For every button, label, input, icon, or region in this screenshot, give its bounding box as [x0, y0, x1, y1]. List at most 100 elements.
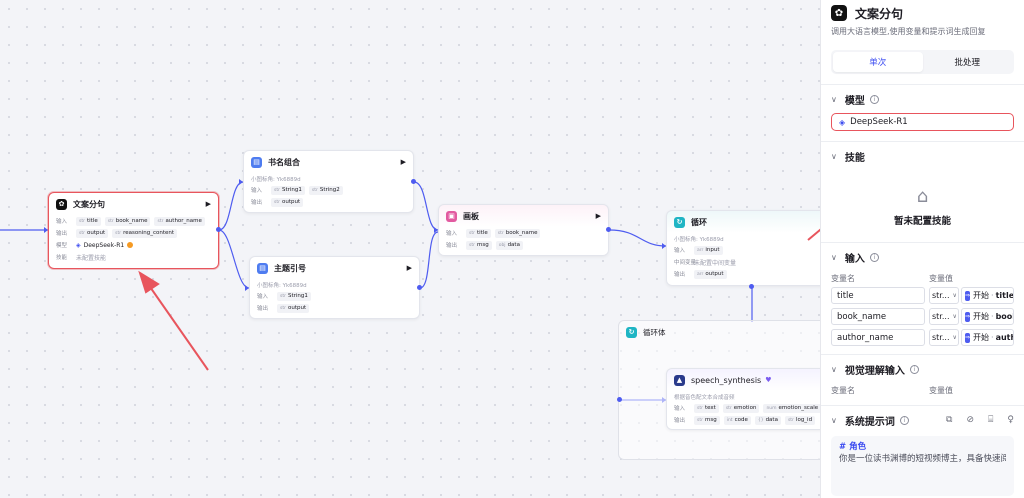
- var-ref-select[interactable]: ⇒开始·author_name: [961, 329, 1014, 346]
- skills-section-header[interactable]: ∨ 技能: [831, 142, 1014, 170]
- system-prompt-section-header[interactable]: ∨ 系统提示词 i ⧉ ⊘ ⌸ ♀: [831, 406, 1014, 434]
- play-icon[interactable]: ▶: [400, 158, 406, 166]
- copy-icon[interactable]: ⧉: [946, 415, 953, 425]
- info-icon[interactable]: i: [869, 94, 879, 104]
- var-name-input[interactable]: author_name: [831, 329, 925, 346]
- var-type-select[interactable]: str...∨: [929, 308, 959, 325]
- node-header: ✿ 文案分句 ▶: [49, 193, 218, 215]
- node-subtitle: 根据音色配文本合成音频: [674, 394, 735, 401]
- input-label: 输入: [257, 294, 269, 300]
- node-header: ▲ speech_synthesis ♥: [667, 369, 820, 391]
- section-title: 视觉理解输入: [844, 365, 905, 377]
- loop-icon: ↻: [674, 216, 685, 228]
- output-label: 输出: [446, 243, 458, 249]
- chevron-down-icon[interactable]: ∨: [831, 415, 837, 425]
- info-icon[interactable]: i: [909, 364, 919, 374]
- var-tag: {}data: [754, 415, 781, 425]
- var-ref-select[interactable]: ⇒开始·title: [961, 287, 1014, 304]
- node-subtitle: 小图标角: Yk6889d: [251, 176, 301, 183]
- tab-single[interactable]: 单次: [833, 52, 923, 72]
- play-icon[interactable]: ▶: [406, 264, 412, 272]
- var-ref-select[interactable]: ⇒开始·book_name: [961, 308, 1014, 325]
- library-icon[interactable]: ⌸: [988, 415, 994, 425]
- verified-icon: ♥: [765, 376, 772, 384]
- start-node-icon: ⇒: [965, 290, 971, 301]
- output-port[interactable]: [606, 227, 611, 232]
- chevron-down-icon[interactable]: ∨: [831, 252, 837, 262]
- input-label: 输入: [56, 219, 68, 225]
- skill-label: 技能: [56, 255, 68, 261]
- node-model-row: 模型 ◈ DeepSeek-R1: [49, 239, 218, 251]
- var-name-input[interactable]: title: [831, 287, 925, 304]
- system-prompt-editor[interactable]: # 角色 你是一位读书渊博的短视频博主，具备快速阅读: [831, 436, 1014, 496]
- mid-label: 中间变量: [674, 260, 697, 266]
- panel-header: ✿ 文案分句: [821, 0, 1024, 26]
- prompt-heading: # 角色: [839, 442, 867, 452]
- chevron-down-icon[interactable]: ∨: [831, 94, 837, 104]
- var-type-select[interactable]: str...∨: [929, 329, 959, 346]
- audio-plugin-icon: ▲: [674, 374, 685, 386]
- chevron-down-icon[interactable]: ∨: [831, 364, 837, 374]
- play-icon[interactable]: ▶: [595, 212, 601, 220]
- model-value: DeepSeek-R1: [83, 241, 125, 249]
- chevron-down-icon: ∨: [952, 334, 957, 341]
- input-label: 输入: [674, 406, 686, 412]
- compass-icon[interactable]: ⊘: [966, 415, 974, 425]
- output-port[interactable]: [417, 285, 422, 290]
- tab-batch[interactable]: 批处理: [954, 58, 980, 68]
- node-title: 文案分句: [73, 199, 105, 209]
- model-section-header[interactable]: ∨ 模型 i: [831, 85, 1014, 113]
- chevron-down-icon[interactable]: ∨: [831, 151, 837, 161]
- node-mid-row: 中间变量 未配置中间变量: [667, 256, 820, 268]
- llm-icon: ✿: [56, 198, 67, 210]
- var-type-select[interactable]: str...∨: [929, 287, 959, 304]
- info-icon[interactable]: i: [869, 252, 879, 262]
- var-name-input[interactable]: book_name: [831, 308, 925, 325]
- output-port[interactable]: [216, 227, 221, 232]
- model-value: DeepSeek-R1: [850, 117, 908, 127]
- output-label: 输出: [56, 231, 68, 237]
- visual-inputs-section: ∨ 视觉理解输入 i 变量名 变量值: [821, 354, 1024, 397]
- section-title: 输入: [844, 253, 865, 265]
- node-title: 画板: [463, 211, 479, 221]
- board-icon: ▣: [446, 210, 457, 222]
- lightbulb-icon[interactable]: ♀: [1007, 415, 1014, 425]
- inputs-section-header[interactable]: ∨ 输入 i: [831, 243, 1014, 271]
- panel-title[interactable]: 文案分句: [855, 6, 904, 21]
- visual-inputs-section-header[interactable]: ∨ 视觉理解输入 i: [831, 355, 1014, 383]
- model-select[interactable]: ◈ DeepSeek-R1: [831, 113, 1014, 131]
- inputs-section: ∨ 输入 i 变量名 变量值 title str...∨ ⇒开始·title b…: [821, 242, 1024, 348]
- play-icon[interactable]: ▶: [205, 200, 211, 208]
- node-title: speech_synthesis: [691, 375, 762, 385]
- text-process-icon: ▤: [251, 156, 262, 168]
- col-var-value: 变量值: [929, 273, 953, 283]
- output-port[interactable]: [411, 179, 416, 184]
- col-var-name: 变量名: [831, 385, 855, 395]
- output-port[interactable]: [749, 284, 754, 289]
- input-port[interactable]: [617, 397, 622, 402]
- llm-icon: ✿: [831, 5, 847, 21]
- info-icon[interactable]: i: [899, 415, 909, 425]
- node-title: 书名组合: [268, 157, 300, 167]
